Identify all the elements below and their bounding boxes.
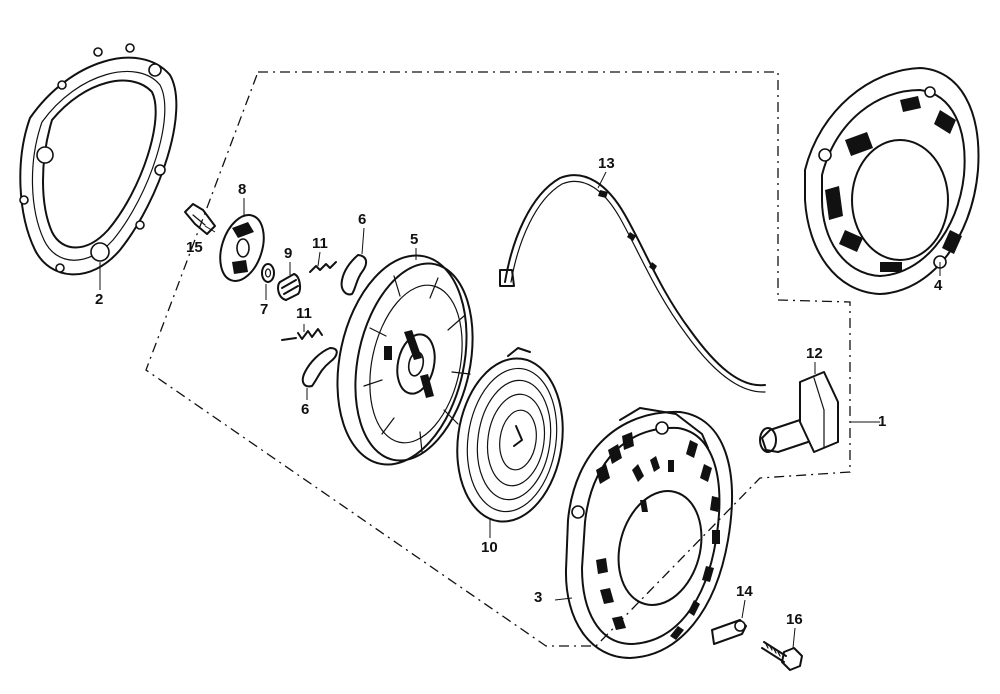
starter-case (564, 407, 733, 659)
leader-16 (792, 627, 796, 649)
recoil-reel (336, 254, 474, 466)
ratchet-pawl-upper (340, 254, 368, 296)
leader-11a (317, 251, 321, 267)
leader-3 (554, 597, 573, 601)
outer-cover (804, 67, 980, 295)
part-label-6-upper: 6 (358, 211, 367, 228)
rope-guide (711, 619, 747, 645)
part-label-6-lower: 6 (301, 401, 310, 418)
shaft-pin (184, 203, 216, 235)
part-label-11-lower: 11 (296, 305, 312, 322)
part-label-15: 15 (186, 239, 203, 256)
ratchet-plate (219, 214, 265, 282)
flange-bolt (761, 641, 803, 671)
part-label-14: 14 (736, 583, 753, 600)
part-label-1: 1 (878, 413, 887, 430)
recoil-spring (456, 347, 564, 523)
starter-handle (759, 371, 839, 453)
starter-rope (499, 174, 766, 393)
part-label-5: 5 (410, 231, 419, 248)
compression-spring (277, 273, 302, 301)
leader-13 (597, 171, 607, 189)
gasket-ring (19, 43, 178, 276)
part-label-16: 16 (786, 611, 803, 628)
part-label-8: 8 (238, 181, 247, 198)
part-label-7: 7 (260, 301, 269, 318)
part-label-12: 12 (806, 345, 823, 362)
leader-15 (204, 225, 216, 233)
part-label-3: 3 (534, 589, 543, 606)
leader-6a (361, 227, 365, 255)
leader-14 (741, 599, 746, 619)
ratchet-spring-upper (309, 261, 337, 273)
part-label-10: 10 (481, 539, 498, 556)
ratchet-pawl-lower (301, 347, 338, 388)
part-label-2: 2 (95, 291, 104, 308)
part-label-9: 9 (284, 245, 293, 262)
washer (261, 263, 275, 283)
ratchet-spring-lower (281, 328, 323, 341)
part-label-11-upper: 11 (312, 235, 328, 252)
part-label-13: 13 (598, 155, 615, 172)
assembly-boundary (145, 71, 851, 647)
part-label-4: 4 (934, 277, 943, 294)
